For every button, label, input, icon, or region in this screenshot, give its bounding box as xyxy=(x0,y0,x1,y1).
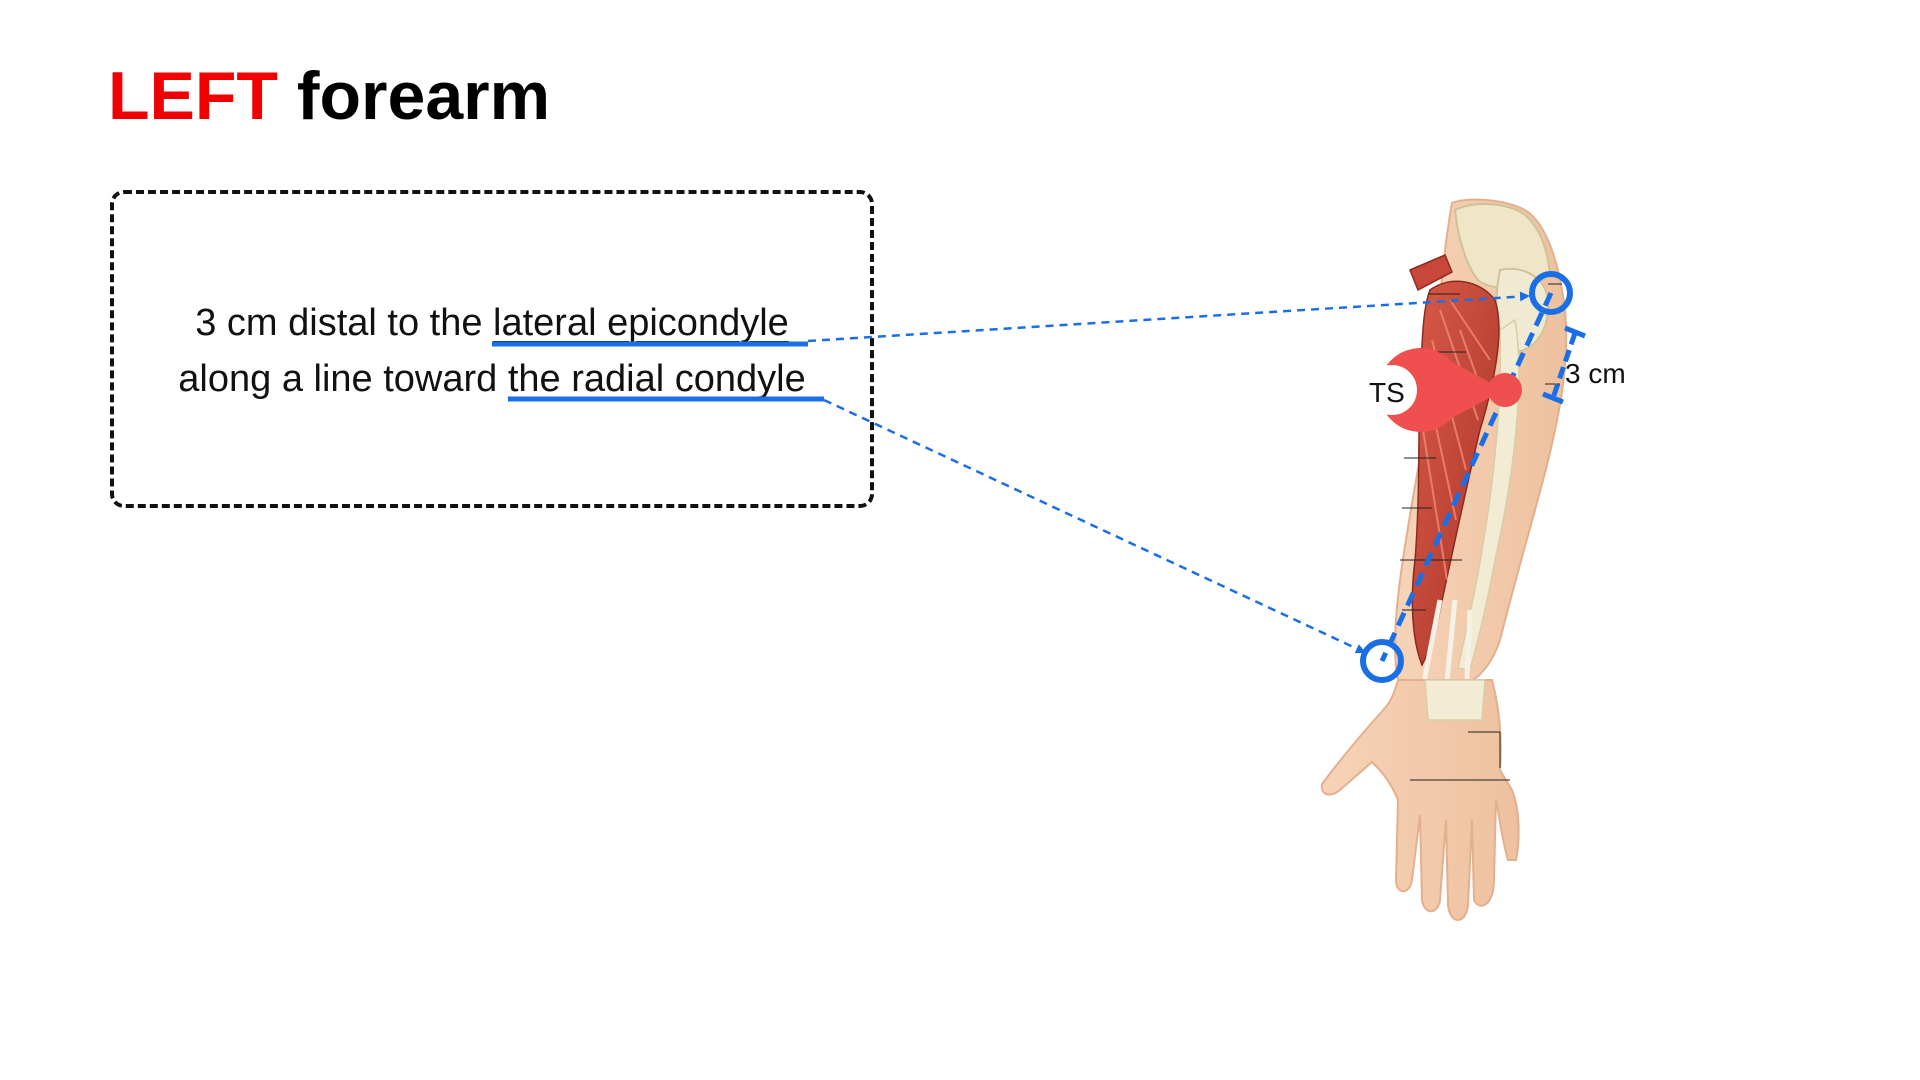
carpal-bones xyxy=(1424,679,1486,721)
instruction-box xyxy=(110,190,874,508)
hand xyxy=(1320,679,1520,921)
instruction-line-2: along a line toward the radial condyle xyxy=(110,358,874,401)
page-title: LEFT forearm xyxy=(108,62,550,130)
epicondyle-condyle-guide-line xyxy=(1379,291,1554,663)
instruction-line-1-text: 3 cm distal to the xyxy=(195,302,494,344)
ts-point xyxy=(1488,373,1522,407)
instruction-line-2-text: along a line toward xyxy=(178,358,508,400)
arrow-to-radial-condyle xyxy=(823,398,1366,654)
ts-marker xyxy=(1367,348,1522,433)
landmark-lateral-epicondyle: lateral epicondyle xyxy=(493,302,789,344)
title-part: forearm xyxy=(296,58,551,134)
elbow-tendon xyxy=(1409,254,1453,292)
lateral-epicondyle-marker xyxy=(1529,271,1573,315)
ts-label: TS xyxy=(1369,377,1405,408)
landmark-radial-condyle: the radial condyle xyxy=(507,358,806,400)
radius-bone xyxy=(1457,318,1520,671)
arrow-to-lateral-epicondyle xyxy=(807,291,1530,343)
ts-pin-shape xyxy=(1378,348,1504,433)
radial-condyle-marker xyxy=(1360,639,1404,683)
measurement-label: 3 cm xyxy=(1565,358,1626,389)
instruction-line-1: 3 cm distal to the lateral epicondyle xyxy=(110,302,874,345)
title-side: LEFT xyxy=(108,58,278,134)
measurement-bracket xyxy=(1542,325,1586,405)
ts-pin-inner xyxy=(1367,365,1417,415)
